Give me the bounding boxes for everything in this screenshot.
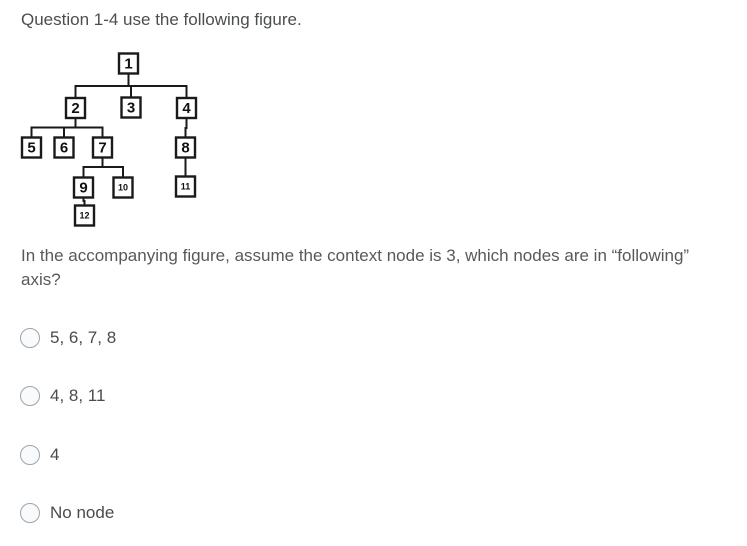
tree-node-2 [64,96,87,120]
option-label-4[interactable]: No node [50,503,115,522]
radio-button-2[interactable] [20,386,40,406]
tree-node-label-4: 4 [182,100,191,117]
tree-node-4 [175,96,198,120]
tree-node-label-5: 5 [27,140,35,157]
tree-node-1 [117,52,140,75]
answer-option-1[interactable]: 5, 6, 7, 8 [20,327,116,349]
tree-node-11 [174,175,197,198]
option-label-1[interactable]: 5, 6, 7, 8 [50,328,117,347]
tree-node-label-3: 3 [127,100,135,117]
answer-option-3[interactable]: 4 [20,444,59,466]
tree-node-6 [53,136,75,159]
tree-node-9 [72,176,95,199]
tree-node-label-1: 1 [124,56,132,73]
tree-node-5 [20,136,43,159]
tree-node-7 [91,136,114,159]
tree-node-8 [174,136,197,159]
tree-node-label-7: 7 [98,140,106,157]
answer-option-2[interactable]: 4, 8, 11 [20,385,105,407]
answer-option-4[interactable]: No node [20,502,114,524]
tree-node-12 [73,204,96,227]
tree-node-label-9: 9 [79,180,87,197]
radio-button-3[interactable] [20,445,40,465]
tree-node-label-8: 8 [181,140,189,157]
tree-node-label-11: 11 [181,182,191,192]
tree-node-label-10: 10 [118,183,128,193]
radio-button-4[interactable] [20,503,40,523]
tree-node-label-12: 12 [79,211,89,221]
tree-node-3 [120,96,142,119]
radio-button-1[interactable] [20,328,40,348]
tree-node-10 [112,176,134,199]
option-label-2[interactable]: 4, 8, 11 [50,386,106,405]
option-label-3[interactable]: 4 [50,445,60,464]
question-text: In the accompanying figure, assume the c… [21,246,690,289]
tree-node-label-2: 2 [71,100,79,117]
question-group-header: Question 1-4 use the following figure. [21,10,302,29]
tree-node-label-6: 6 [60,140,68,157]
